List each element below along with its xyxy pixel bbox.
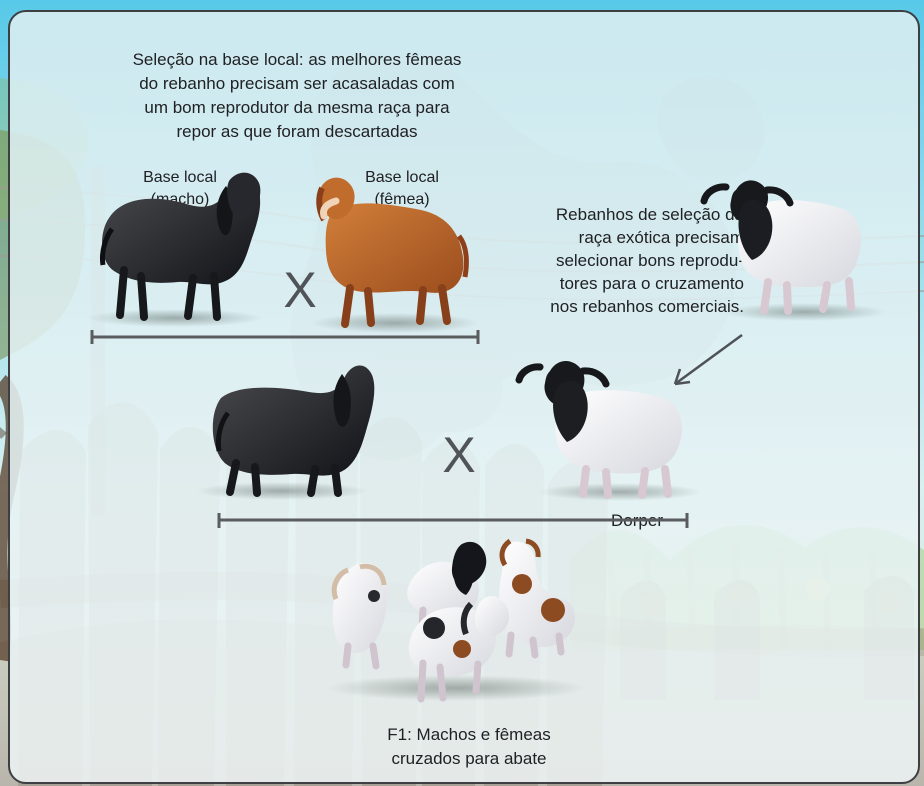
f1-caption-text: F1: Machos e fêmeas cruzados para abate bbox=[370, 723, 568, 771]
cross-x-top: X bbox=[278, 265, 322, 315]
headline-text: Seleção na base local: as melhores fêmea… bbox=[104, 48, 490, 144]
selection-description-text: Rebanhos de seleção da raça exótica prec… bbox=[510, 203, 744, 318]
left-branch bbox=[0, 424, 4, 439]
cross-x-bottom: X bbox=[437, 430, 481, 480]
diagram-panel: Seleção na base local: as melhores fêmea… bbox=[8, 10, 920, 784]
dorper-label: Dorper bbox=[598, 509, 676, 533]
base-local-femea-label: Base local (fêmea) bbox=[357, 167, 447, 211]
base-local-macho-label: Base local (macho) bbox=[133, 167, 227, 211]
